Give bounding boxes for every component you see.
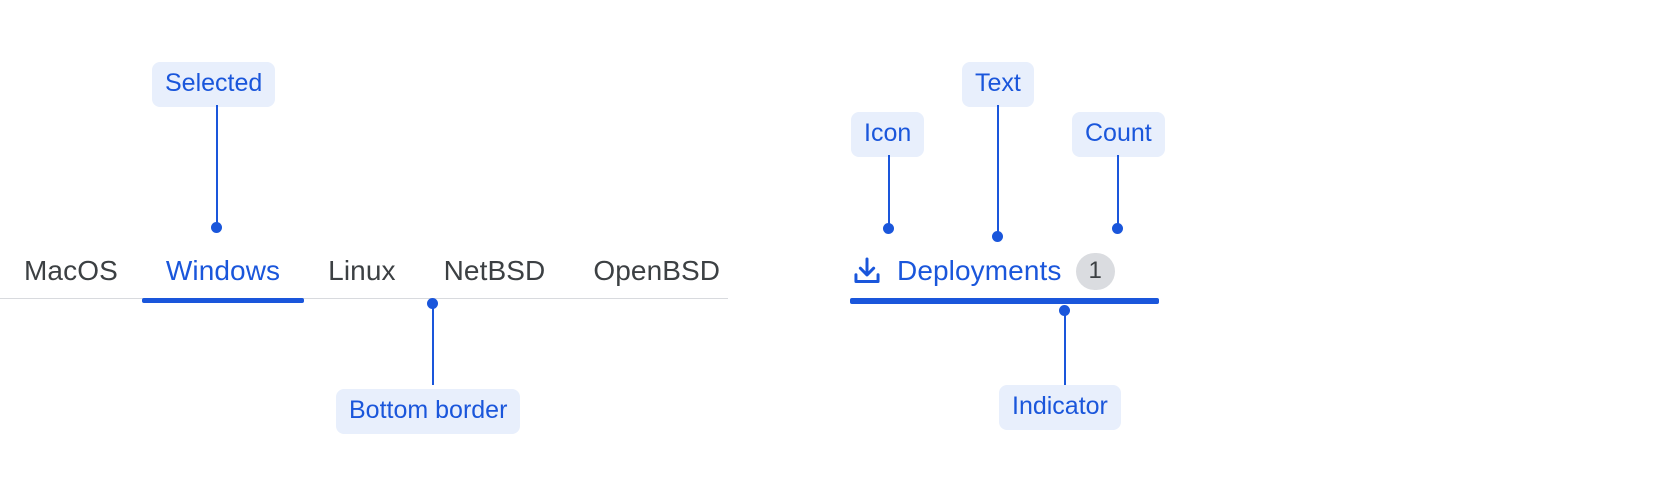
tab-label: OpenBSD: [593, 254, 721, 286]
tab-label: NetBSD: [443, 254, 546, 286]
annotation-bottom-border-leader: [432, 303, 434, 385]
annotation-text-leader: [997, 105, 999, 238]
tab-macos[interactable]: MacOS: [0, 243, 142, 298]
annotation-text-dot: [992, 231, 1003, 242]
annotation-icon-leader: [888, 155, 890, 229]
tab-linux[interactable]: Linux: [304, 243, 419, 298]
annotation-selected-label: Selected: [152, 62, 276, 107]
deployments-selected-indicator: [850, 298, 1159, 304]
annotation-bottom-border-label: Bottom border: [336, 389, 521, 434]
annotation-selected-leader: [216, 105, 218, 228]
annotation-icon-label: Icon: [851, 112, 925, 157]
annotation-count-dot: [1112, 223, 1123, 234]
tab-label: Linux: [328, 254, 396, 286]
tab-list: MacOS Windows Linux NetBSD OpenBSD: [0, 243, 728, 303]
tab-windows[interactable]: Windows: [141, 243, 305, 303]
annotation-bottom-border-dot: [427, 298, 438, 309]
annotation-count-label: Count: [1072, 112, 1165, 157]
deployments-count-badge: 1: [1075, 252, 1115, 290]
tab-label: Windows: [165, 254, 281, 286]
annotation-text-label: Text: [962, 62, 1034, 107]
annotation-count-leader: [1117, 155, 1119, 229]
os-tab-strip: MacOS Windows Linux NetBSD OpenBSD: [0, 243, 728, 303]
tab-label: MacOS: [24, 254, 118, 286]
annotation-icon-dot: [883, 223, 894, 234]
deployments-tab-label: Deployments: [897, 255, 1062, 286]
annotation-indicator-label: Indicator: [999, 385, 1121, 430]
tab-openbsd[interactable]: OpenBSD: [569, 243, 744, 298]
deployments-tab-content: Deployments 1: [850, 243, 1159, 304]
tab-selected-indicator: [141, 298, 305, 303]
deployments-tab[interactable]: Deployments 1: [850, 243, 1159, 304]
download-icon: [854, 257, 880, 283]
annotation-selected-dot: [211, 222, 222, 233]
tab-netbsd[interactable]: NetBSD: [420, 243, 570, 298]
annotation-indicator-leader: [1064, 310, 1066, 385]
